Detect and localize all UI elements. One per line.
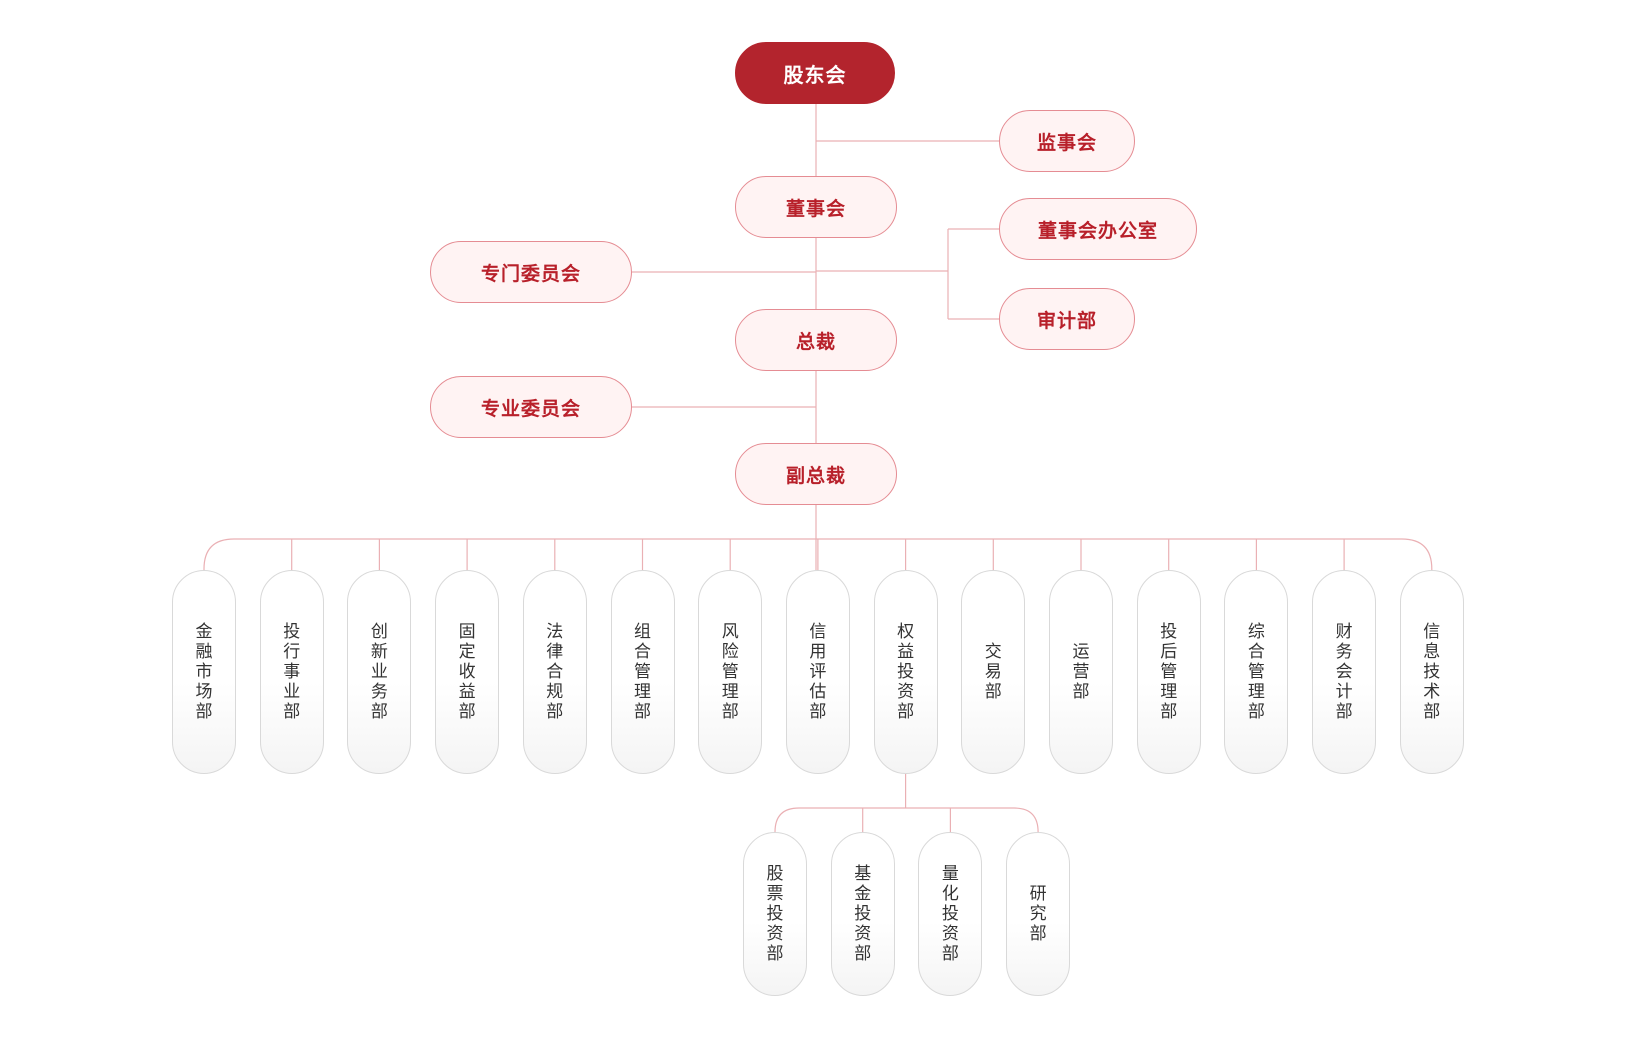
department-label: 投后管理部 bbox=[1160, 622, 1178, 722]
department-3: 创新业务部 bbox=[347, 570, 412, 774]
equity-subdepartment-1: 股票投资部 bbox=[743, 832, 807, 996]
department-5: 法律合规部 bbox=[522, 570, 587, 774]
department-1: 金融市场部 bbox=[172, 570, 236, 774]
equity-subdepartment-4: 研究部 bbox=[1006, 832, 1071, 996]
department-4: 固定收益部 bbox=[435, 570, 500, 774]
department-label: 金融市场部 bbox=[195, 622, 213, 722]
department-label: 投行事业部 bbox=[283, 622, 301, 722]
department-11: 运营部 bbox=[1049, 570, 1113, 774]
professional-committee-node: 专业委员会 bbox=[430, 376, 632, 438]
president-node: 总裁 bbox=[735, 309, 897, 371]
department-13: 综合管理部 bbox=[1224, 570, 1289, 774]
equity-sub-bus-line bbox=[774, 807, 1039, 833]
subdepartment-label: 股票投资部 bbox=[766, 864, 784, 964]
department-8: 信用评估部 bbox=[785, 570, 850, 774]
department-9: 权益投资部 bbox=[873, 570, 938, 774]
department-12: 投后管理部 bbox=[1136, 570, 1201, 774]
department-label: 组合管理部 bbox=[634, 622, 651, 722]
department-14: 财务会计部 bbox=[1312, 570, 1377, 774]
equity-subdepartment-3: 量化投资部 bbox=[918, 832, 983, 996]
subdepartment-label: 量化投资部 bbox=[941, 864, 959, 964]
department-label: 信用评估部 bbox=[809, 622, 827, 722]
department-label: 信息技术部 bbox=[1423, 622, 1441, 722]
vice-president-node: 副总裁 bbox=[735, 443, 897, 505]
department-label: 固定收益部 bbox=[458, 622, 476, 722]
supervisory-board-node: 监事会 bbox=[999, 110, 1135, 172]
department-2: 投行事业部 bbox=[259, 570, 324, 774]
department-label: 风险管理部 bbox=[721, 622, 739, 722]
department-label: 运营部 bbox=[1072, 642, 1090, 702]
department-label: 交易部 bbox=[984, 642, 1002, 702]
subdepartment-label: 基金投资部 bbox=[854, 864, 872, 964]
department-15: 信息技术部 bbox=[1399, 570, 1464, 774]
shareholders-meeting-node: 股东会 bbox=[735, 42, 895, 104]
department-10: 交易部 bbox=[961, 570, 1026, 774]
equity-subdepartment-2: 基金投资部 bbox=[830, 832, 895, 996]
department-label: 权益投资部 bbox=[897, 622, 915, 722]
department-6: 组合管理部 bbox=[610, 570, 675, 774]
department-label: 创新业务部 bbox=[370, 622, 388, 722]
department-label: 法律合规部 bbox=[546, 622, 564, 722]
department-7: 风险管理部 bbox=[698, 570, 763, 774]
audit-department-node: 审计部 bbox=[999, 288, 1135, 350]
department-bus-line bbox=[203, 538, 1433, 570]
department-label: 财务会计部 bbox=[1335, 622, 1353, 722]
special-committee-node: 专门委员会 bbox=[430, 241, 632, 303]
board-of-directors-node: 董事会 bbox=[735, 176, 897, 238]
department-label: 综合管理部 bbox=[1247, 622, 1265, 722]
subdepartment-label: 研究部 bbox=[1029, 884, 1047, 944]
board-office-node: 董事会办公室 bbox=[999, 198, 1197, 260]
